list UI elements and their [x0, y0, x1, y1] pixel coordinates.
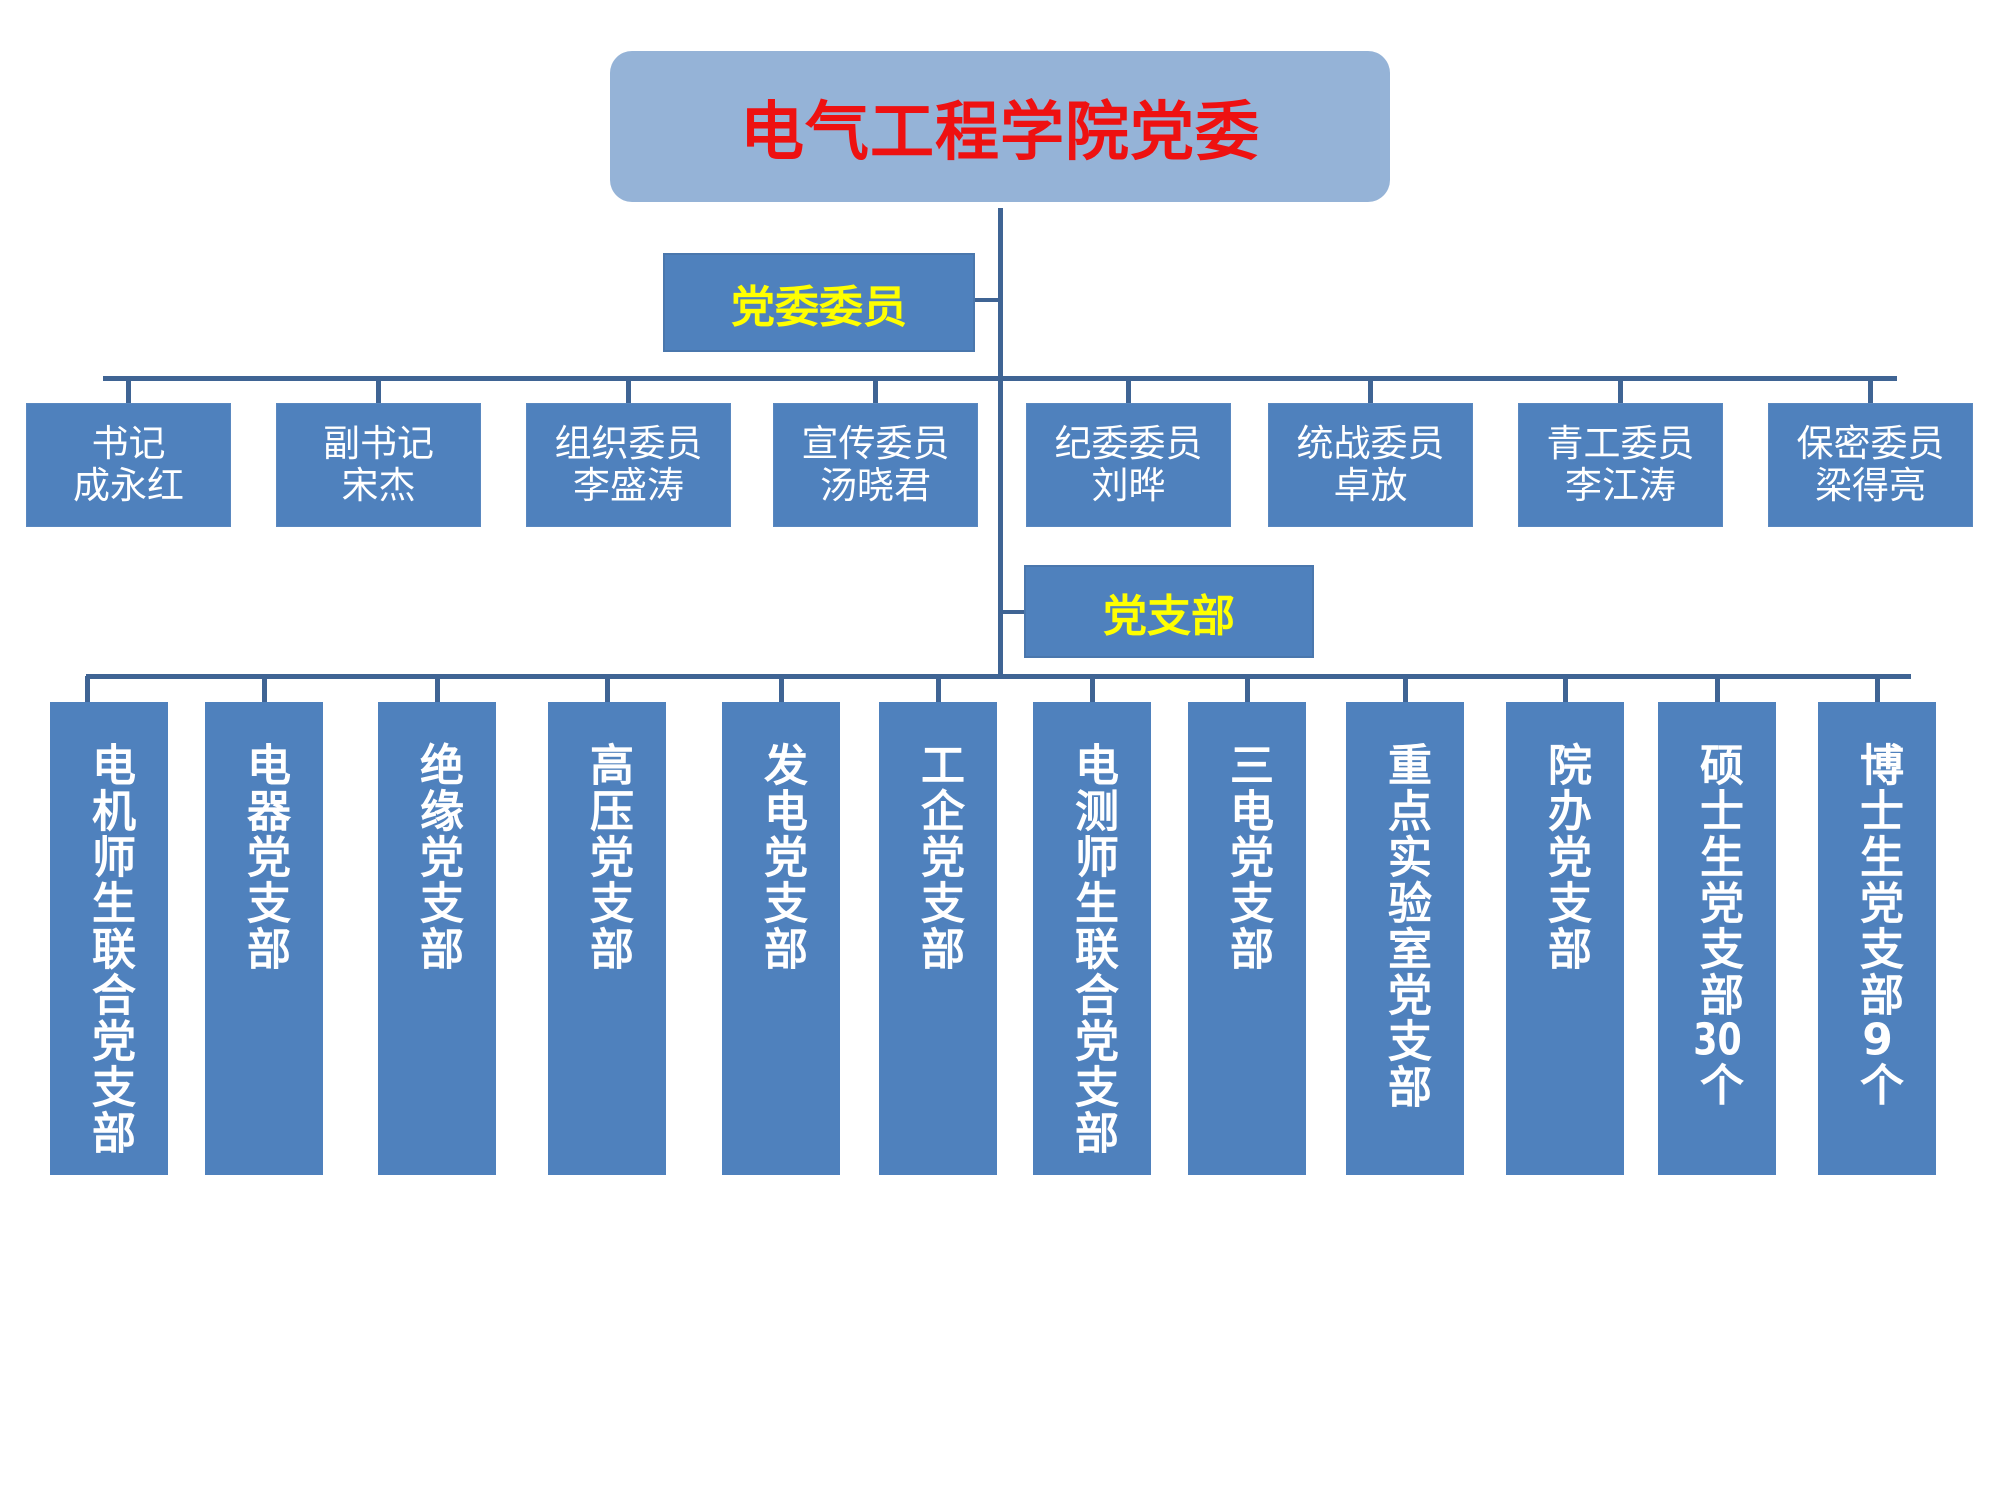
branch-label: 电器党支部: [239, 742, 290, 972]
committee-connector: [975, 298, 1000, 302]
branch-label: 重点实验室党支部: [1380, 742, 1431, 1110]
member-name: 宋杰: [341, 464, 416, 507]
branch-box: 高压党支部: [548, 702, 666, 1175]
branch-label: 院办党支部: [1540, 742, 1591, 972]
branches-bus-line: [86, 674, 1911, 679]
member-role: 青工委员: [1546, 422, 1695, 465]
branch-label: 绝缘党支部: [412, 742, 463, 972]
branch-label: 博士生党支部9个: [1852, 742, 1903, 1108]
org-title: 电气工程学院党委: [610, 51, 1390, 202]
member-drop-line: [873, 378, 878, 403]
branch-box: 重点实验室党支部: [1346, 702, 1464, 1175]
branch-connector: [1001, 610, 1025, 614]
branch-box: 电器党支部: [205, 702, 323, 1175]
member-drop-line: [1126, 378, 1131, 403]
member-drop-line: [126, 378, 131, 403]
member-box: 副书记宋杰: [276, 403, 481, 527]
member-role: 纪委委员: [1054, 422, 1203, 465]
member-name: 成永红: [73, 464, 184, 507]
branch-box: 发电党支部: [722, 702, 840, 1175]
branch-drop-line: [435, 676, 440, 702]
member-role: 保密委员: [1796, 422, 1945, 465]
member-name: 梁得亮: [1815, 464, 1926, 507]
member-role: 副书记: [323, 422, 434, 465]
branch-label: 高压党支部: [582, 742, 633, 972]
member-box: 书记成永红: [26, 403, 231, 527]
member-role: 宣传委员: [801, 422, 950, 465]
branch-drop-line: [1090, 676, 1095, 702]
member-box: 纪委委员刘晔: [1026, 403, 1231, 527]
committee-members-label: 党委委员: [663, 253, 975, 352]
member-drop-line: [1618, 378, 1623, 403]
branch-box: 电机师生联合党支部: [50, 702, 168, 1175]
branch-box: 院办党支部: [1506, 702, 1624, 1175]
member-drop-line: [1868, 378, 1873, 403]
member-name: 刘晔: [1091, 464, 1166, 507]
branch-drop-line: [85, 676, 90, 702]
branch-drop-line: [605, 676, 610, 702]
branch-drop-line: [936, 676, 941, 702]
member-box: 统战委员卓放: [1268, 403, 1473, 527]
branch-drop-line: [1403, 676, 1408, 702]
branch-drop-line: [1875, 676, 1880, 702]
trunk-line: [998, 208, 1003, 678]
branch-label: 发电党支部: [756, 742, 807, 972]
party-branch-label: 党支部: [1024, 565, 1314, 658]
branch-box: 绝缘党支部: [378, 702, 496, 1175]
branch-label: 三电党支部: [1222, 742, 1273, 972]
branch-box: 博士生党支部9个: [1818, 702, 1936, 1175]
branch-box: 工企党支部: [879, 702, 997, 1175]
branch-drop-line: [1715, 676, 1720, 702]
member-box: 组织委员李盛涛: [526, 403, 731, 527]
branch-box: 三电党支部: [1188, 702, 1306, 1175]
branch-label: 工企党支部: [913, 742, 964, 972]
member-role: 组织委员: [554, 422, 703, 465]
member-drop-line: [376, 378, 381, 403]
member-name: 李盛涛: [573, 464, 684, 507]
branch-drop-line: [1563, 676, 1568, 702]
member-box: 青工委员李江涛: [1518, 403, 1723, 527]
branch-label: 硕士生党支部30个: [1692, 742, 1743, 1108]
branch-box: 电测师生联合党支部: [1033, 702, 1151, 1175]
member-box: 保密委员梁得亮: [1768, 403, 1973, 527]
branch-box: 硕士生党支部30个: [1658, 702, 1776, 1175]
members-bus-line: [103, 376, 1897, 381]
branch-drop-line: [779, 676, 784, 702]
member-drop-line: [626, 378, 631, 403]
branch-label: 电机师生联合党支部: [84, 742, 135, 1156]
member-role: 统战委员: [1296, 422, 1445, 465]
branch-label: 电测师生联合党支部: [1067, 742, 1118, 1156]
member-role: 书记: [91, 422, 166, 465]
member-name: 卓放: [1333, 464, 1408, 507]
member-name: 李江涛: [1565, 464, 1676, 507]
branch-drop-line: [1245, 676, 1250, 702]
branch-drop-line: [262, 676, 267, 702]
member-box: 宣传委员汤晓君: [773, 403, 978, 527]
member-name: 汤晓君: [820, 464, 931, 507]
member-drop-line: [1368, 378, 1373, 403]
